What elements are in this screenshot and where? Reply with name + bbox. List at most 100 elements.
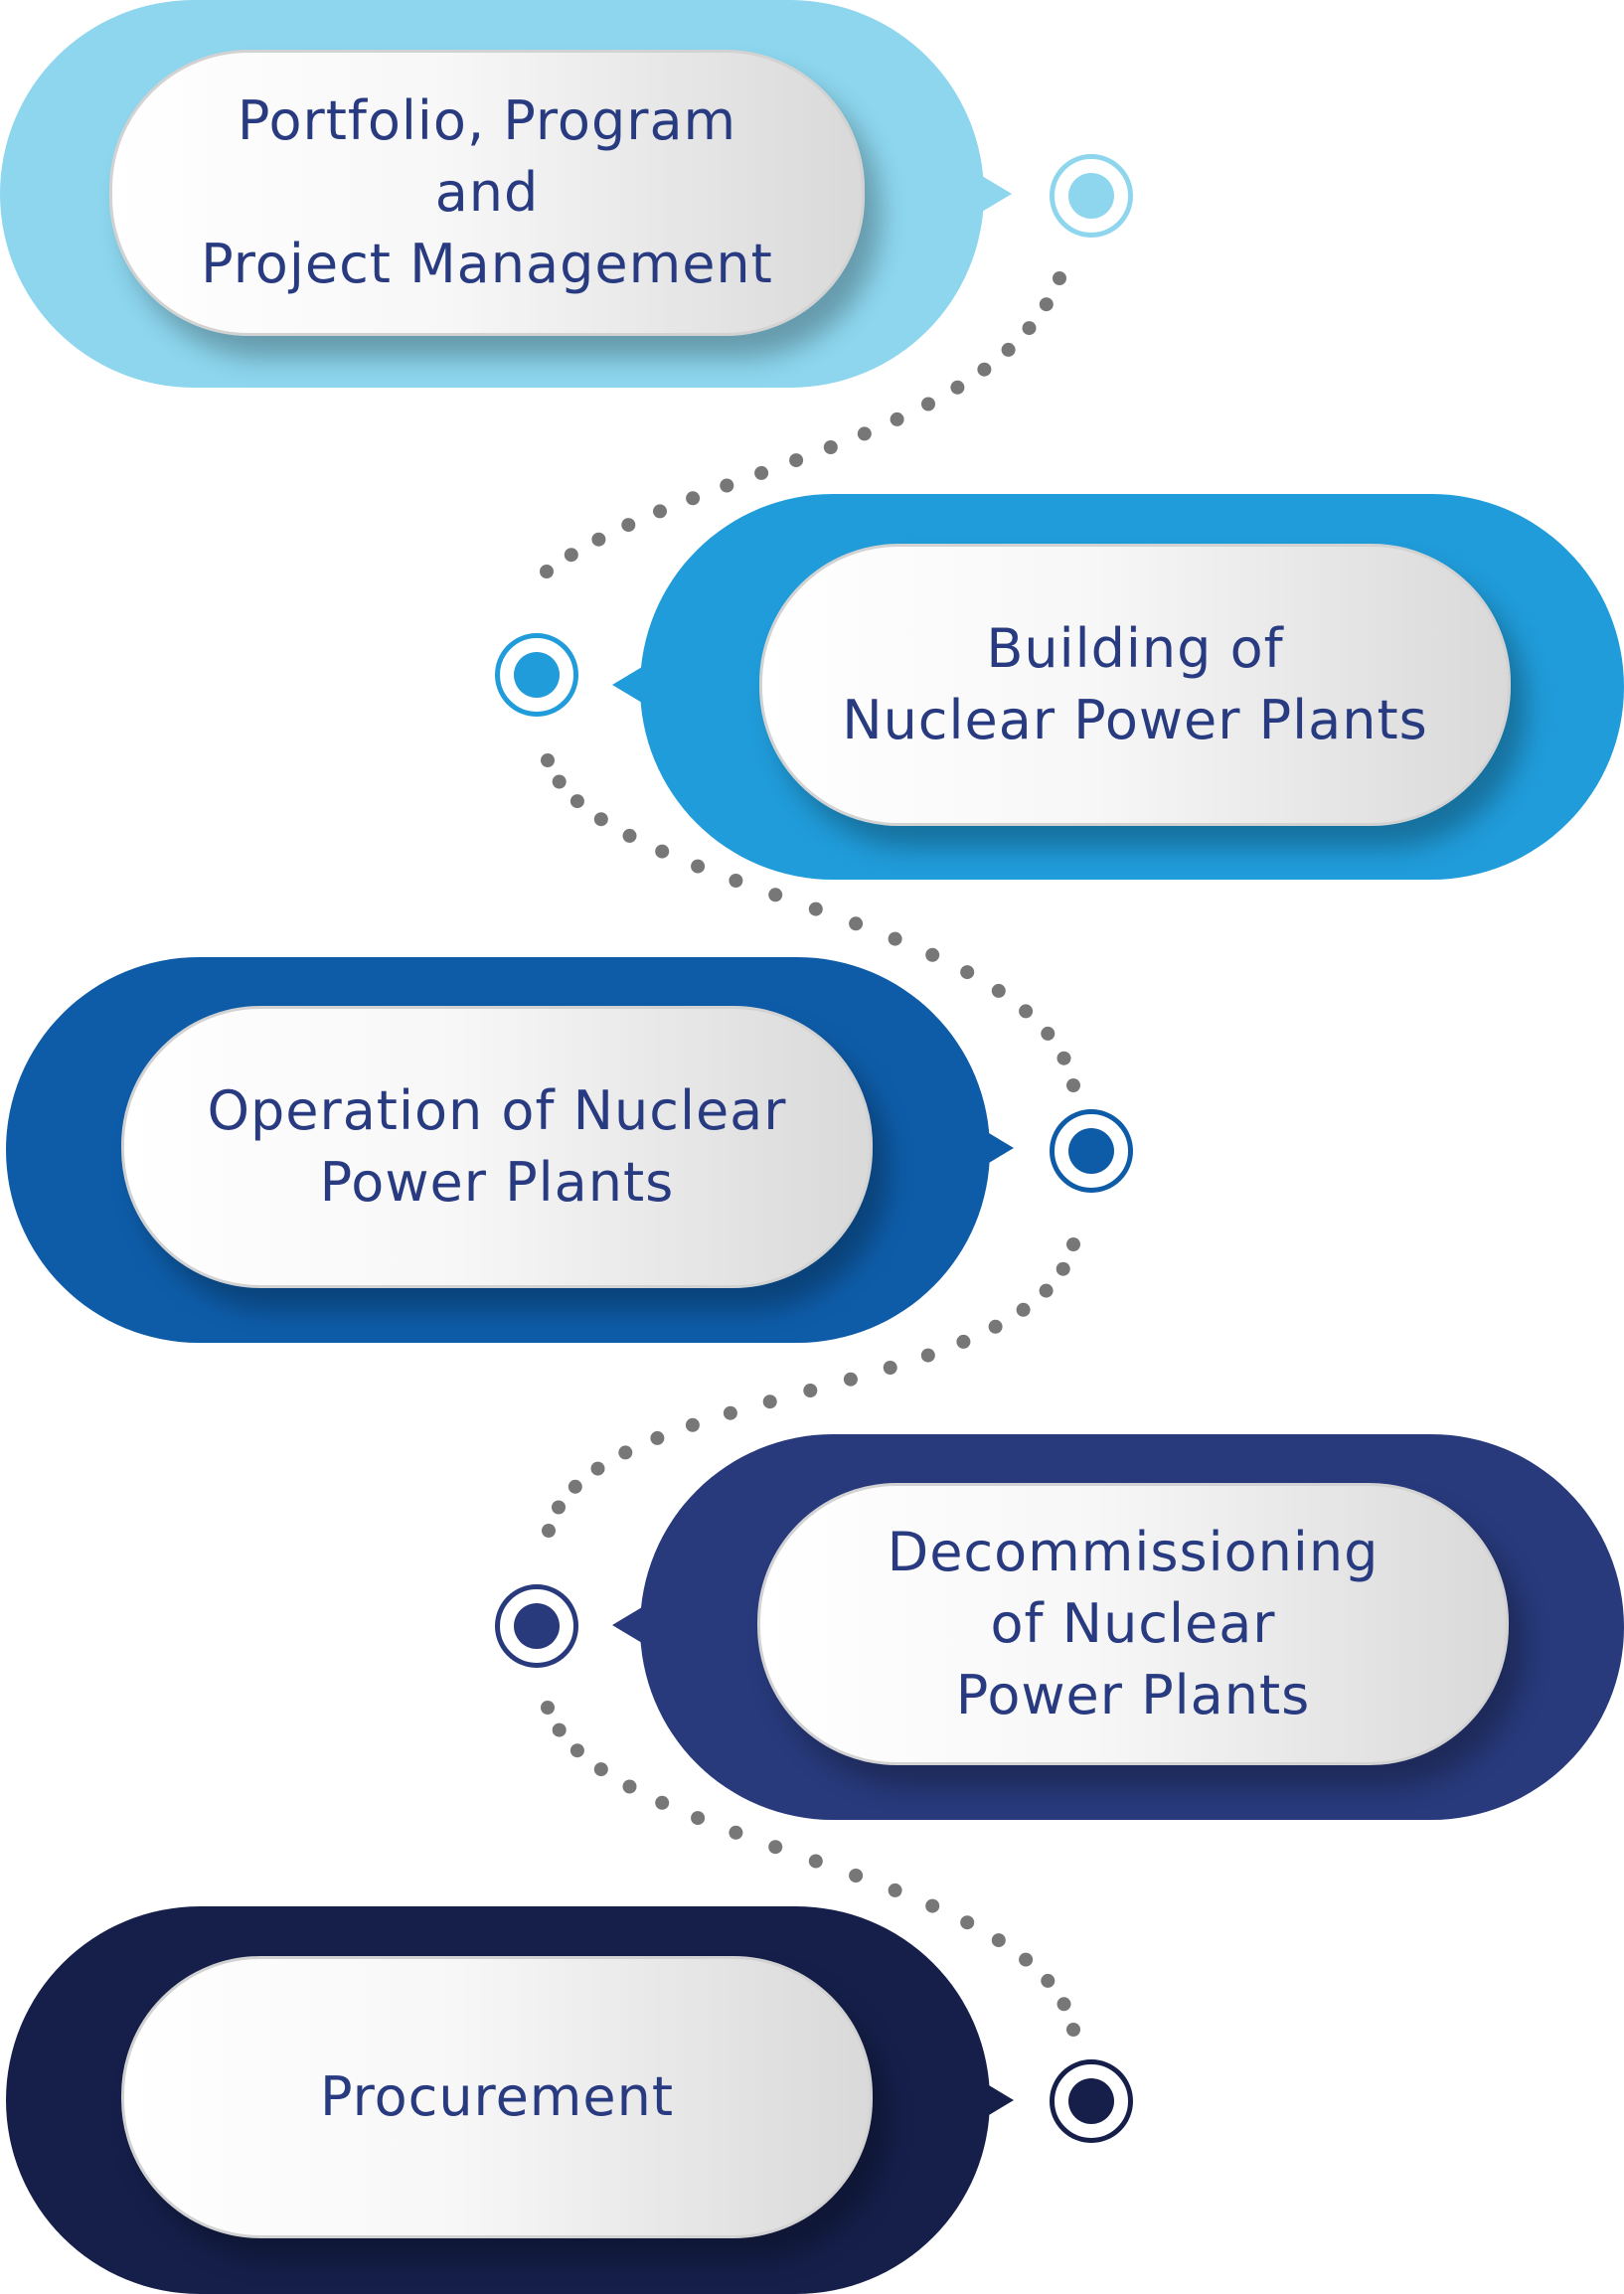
connector-dot bbox=[729, 874, 743, 888]
connector-dot bbox=[768, 888, 783, 902]
connector-dot bbox=[1041, 1026, 1056, 1041]
step-1-label: Portfolio, Program and Project Managemen… bbox=[201, 89, 773, 295]
connector-dot bbox=[988, 1319, 1003, 1334]
connector-dot bbox=[552, 1722, 567, 1737]
connector-dot bbox=[650, 1430, 665, 1445]
target-ring-icon bbox=[495, 1584, 578, 1668]
connector-dot bbox=[888, 931, 902, 946]
connector-dot bbox=[720, 478, 734, 493]
marker-center-dot bbox=[1068, 1128, 1114, 1174]
connector-dot bbox=[691, 1811, 706, 1826]
connector-dot bbox=[843, 1372, 858, 1387]
connector-dot bbox=[823, 440, 838, 454]
connector-dot bbox=[622, 1779, 637, 1794]
target-ring-icon bbox=[1050, 154, 1133, 238]
connector-dot bbox=[991, 983, 1006, 998]
connector-dot bbox=[1001, 342, 1016, 357]
step-1-card: Portfolio, Program and Project Managemen… bbox=[109, 50, 865, 336]
connector-dot bbox=[754, 465, 769, 480]
connector-dot bbox=[1019, 1952, 1034, 1967]
connector-dot bbox=[541, 753, 555, 767]
connector-dot bbox=[1016, 1302, 1031, 1317]
triangle-pointer-icon bbox=[984, 1130, 1014, 1166]
marker-center-dot bbox=[1068, 173, 1114, 219]
triangle-pointer-icon bbox=[612, 1607, 642, 1643]
connector-dot bbox=[1056, 1051, 1071, 1065]
connector-dot bbox=[686, 491, 701, 506]
connector-dot bbox=[925, 1898, 940, 1913]
connector-dot bbox=[960, 965, 975, 980]
connector-dot bbox=[925, 947, 940, 962]
connector-dot bbox=[593, 812, 608, 827]
connector-dot bbox=[552, 1500, 566, 1515]
connector-dot bbox=[591, 532, 606, 547]
connector-dot bbox=[1039, 1283, 1054, 1298]
connector-dot bbox=[655, 844, 670, 859]
step-3-card: Operation of Nuclear Power Plants bbox=[121, 1006, 873, 1288]
triangle-pointer-icon bbox=[982, 176, 1012, 212]
triangle-pointer-icon bbox=[984, 2082, 1014, 2118]
connector-dot bbox=[1066, 1078, 1080, 1092]
connector-dot bbox=[622, 828, 637, 843]
target-ring-icon bbox=[495, 633, 578, 717]
connector-dot bbox=[1066, 1237, 1080, 1251]
connector-dot bbox=[1039, 297, 1054, 312]
connector-dot bbox=[1019, 1004, 1034, 1019]
connector-dot bbox=[977, 362, 992, 377]
step-3-label: Operation of Nuclear Power Plants bbox=[207, 1079, 787, 1214]
connector-dot bbox=[921, 397, 935, 411]
connector-dot bbox=[849, 916, 864, 931]
connector-dot bbox=[621, 518, 636, 533]
connector-dot bbox=[542, 1524, 556, 1538]
target-ring-icon bbox=[1050, 1109, 1133, 1193]
connector-dot bbox=[569, 1743, 584, 1758]
connector-dot bbox=[723, 1405, 737, 1420]
connector-dot bbox=[888, 1883, 902, 1897]
connector-dot bbox=[920, 1348, 935, 1363]
connector-dot bbox=[849, 1869, 864, 1883]
step-5-label: Procurement bbox=[319, 2065, 675, 2128]
connector-dot bbox=[590, 1461, 605, 1476]
connector-dot bbox=[593, 1762, 608, 1777]
connector-dot bbox=[685, 1417, 700, 1432]
connector-dot bbox=[618, 1445, 633, 1460]
connector-dot bbox=[564, 548, 578, 563]
connector-dot bbox=[762, 1394, 777, 1409]
triangle-pointer-icon bbox=[612, 667, 642, 703]
connector-dot bbox=[541, 1701, 555, 1715]
connector-dot bbox=[691, 859, 706, 874]
connector-dot bbox=[653, 504, 667, 519]
connector-dot bbox=[655, 1795, 670, 1810]
connector-dot bbox=[1066, 2023, 1080, 2037]
connector-dot bbox=[569, 794, 584, 809]
step-4-card: Decommissioning of Nuclear Power Plants bbox=[757, 1483, 1509, 1765]
connector-dot bbox=[857, 426, 872, 441]
connector-dot bbox=[1056, 1261, 1070, 1276]
connector-dot bbox=[1053, 271, 1066, 285]
connector-dot bbox=[540, 565, 554, 578]
step-2-label: Building of Nuclear Power Plants bbox=[842, 617, 1428, 751]
marker-center-dot bbox=[514, 652, 560, 698]
connector-dot bbox=[1022, 321, 1037, 336]
connector-dot bbox=[803, 1384, 818, 1397]
connector-dot bbox=[1041, 1973, 1056, 1988]
connector-dot bbox=[890, 411, 904, 426]
step-2-card: Building of Nuclear Power Plants bbox=[759, 544, 1511, 826]
connector-dot bbox=[883, 1361, 897, 1375]
step-5-card: Procurement bbox=[121, 1956, 873, 2238]
connector-dot bbox=[956, 1334, 971, 1349]
connector-dot bbox=[768, 1840, 783, 1855]
connector-dot bbox=[568, 1479, 582, 1494]
connector-dot bbox=[991, 1933, 1006, 1948]
connector-dot bbox=[808, 1854, 823, 1869]
step-4-label: Decommissioning of Nuclear Power Plants bbox=[887, 1521, 1380, 1726]
connector-dot bbox=[789, 453, 804, 468]
connector-dot bbox=[808, 901, 823, 916]
target-ring-icon bbox=[1050, 2059, 1133, 2143]
connector-dot bbox=[1056, 1997, 1071, 2012]
connector-dot bbox=[729, 1825, 743, 1840]
connector-dot bbox=[552, 774, 567, 789]
marker-center-dot bbox=[514, 1603, 560, 1649]
connector-dot bbox=[960, 1915, 975, 1930]
